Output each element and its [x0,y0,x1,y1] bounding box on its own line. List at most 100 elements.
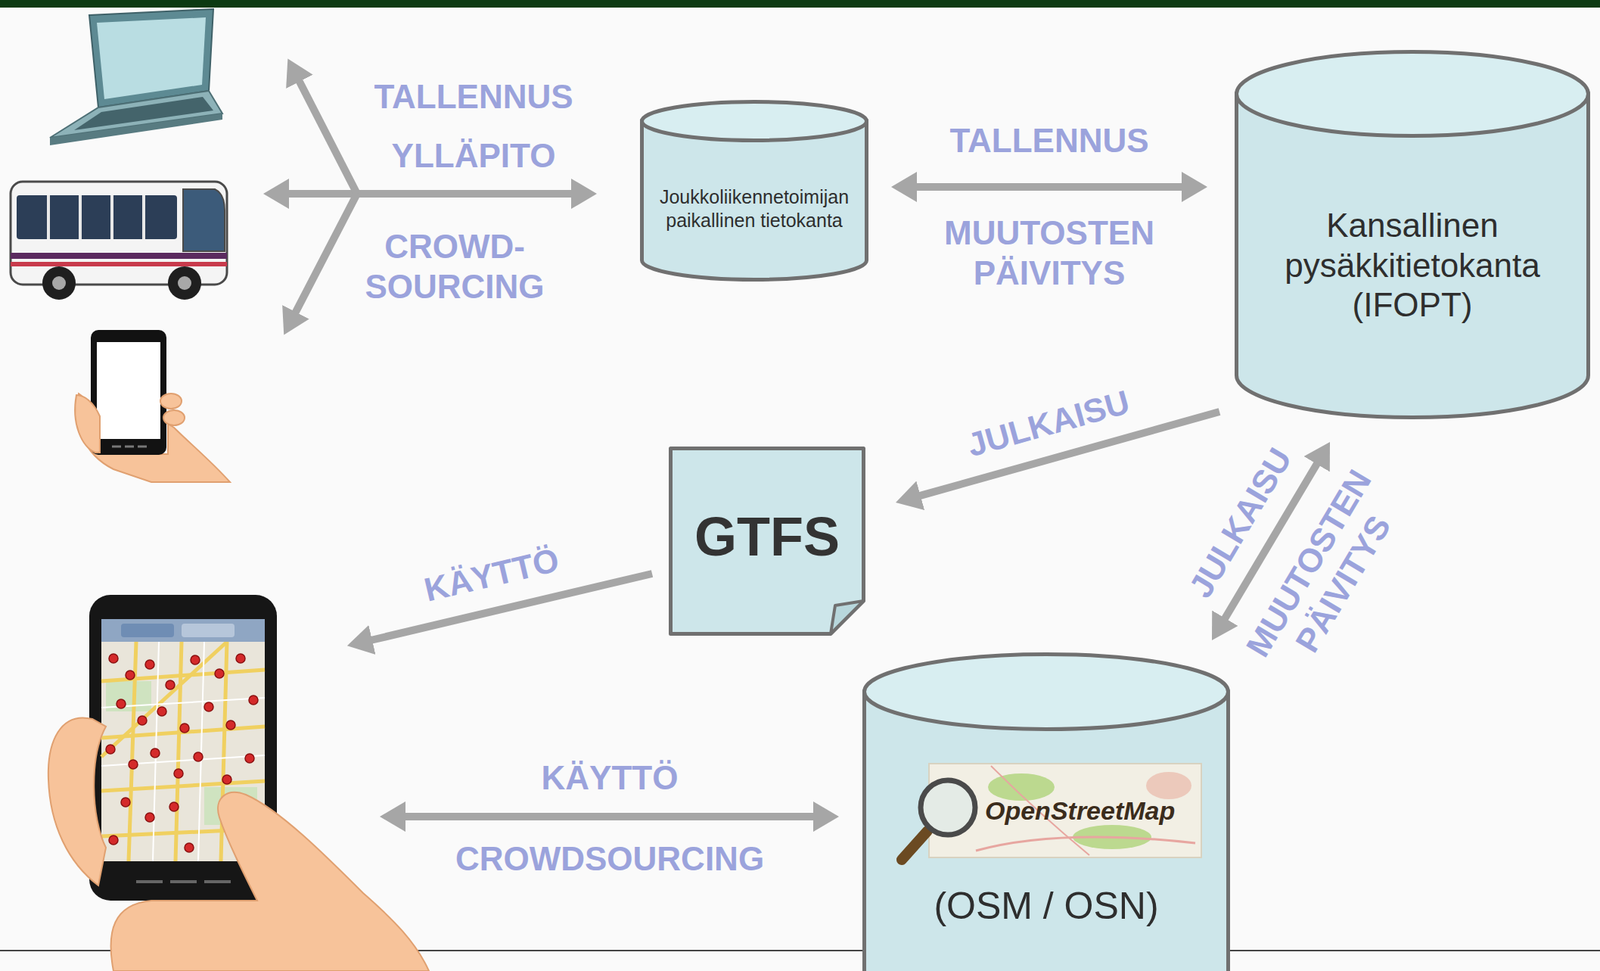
layout-arrow [298,80,358,194]
label-holder: CROWD- SOURCING [364,226,544,308]
node-content: Joukkoliikennetoimijan paikallinen tieto… [640,157,869,261]
label-holder: KÄYTTÖ [420,540,563,611]
map-phone-icon [248,695,258,705]
document-fold [830,600,864,634]
arrow-label: KÄYTTÖ [420,540,563,611]
map-phone-icon [101,754,265,766]
map-phone-icon [165,680,175,690]
map-phone-icon [175,641,182,861]
map-phone-icon [108,653,119,663]
bus-icon [110,195,114,240]
osm-logo [975,836,1196,851]
cylinder-body [864,691,1229,971]
bus-icon [42,266,76,300]
map-phone-icon [170,879,197,883]
map-phone-icon [198,641,205,861]
map-phone-icon [145,812,155,822]
map-phone-icon [121,797,131,807]
small-phone-icon [74,329,230,482]
bus-icon [167,266,202,300]
small-phone-icon [74,394,100,453]
document-box: GTFS [668,446,866,636]
map-phone-icon [181,623,235,637]
map-phone-icon [137,715,147,725]
laptop-icon [49,113,223,146]
map-phone-icon [173,768,184,778]
database-cylinder: Kansallinen pysäkkitietokanta (IFOPT) [1234,49,1591,420]
map-phone-icon [222,774,232,784]
cylinder-body [1236,93,1589,418]
arrow-label: CROWDSOURCING [455,838,765,880]
arrow-label: YLLÄPITO [391,136,557,177]
map-phone-icon [48,594,429,971]
bus-icon [16,195,178,240]
cylinder-top [1236,52,1589,137]
label-holder: TALLENNUS [949,121,1149,162]
node-title: Kansallinen pysäkkitietokanta (IFOPT) [1284,205,1541,326]
node-text: (OSM / OSN) [933,882,1159,929]
connector-arrow [915,183,1184,191]
label-holder: JULKAISU [963,382,1134,466]
map-phone-icon [214,668,224,678]
bus-icon [78,195,82,240]
small-phone-icon [163,410,185,426]
osm-logo [920,779,976,835]
bus-icon [10,181,227,285]
database-cylinder: Joukkoliikennetoimijan paikallinen tieto… [640,99,869,282]
map-phone-icon [121,623,174,637]
osm-logo [901,763,1202,860]
map-phone-icon [245,753,255,763]
map-phone-icon [128,759,138,769]
map-phone-icon [111,792,429,971]
osm-logo [901,830,928,860]
small-phone-icon [90,329,167,455]
bus-icon [10,261,227,267]
node-title: OpenStreetMap [984,763,1175,858]
map-phone-icon [101,780,265,791]
map-phone-icon [226,720,236,730]
cylinder-body [642,121,867,280]
map-phone-icon [180,723,190,733]
map-phone-icon [204,879,231,883]
layout-arrow [295,193,358,314]
map-phone-icon [101,697,265,708]
label-holder: KÄYTTÖ [541,758,679,799]
map-phone-icon [150,748,160,758]
document-body [671,448,864,634]
map-phone-icon [116,699,126,709]
small-phone-icon [160,393,182,409]
bus-icon [142,195,146,240]
node-title: GTFS [694,506,840,567]
bus-icon [10,252,227,259]
map-phone-icon [101,641,227,757]
map-phone-icon [169,801,179,811]
map-phone-icon [108,835,119,845]
map-phone-icon [190,655,200,665]
map-phone-icon [101,618,265,642]
label-holder: YLLÄPITO [391,136,557,177]
map-phone-icon [125,670,135,680]
layout-arrow [403,812,815,821]
label-holder: TALLENNUS [373,77,573,118]
bus-icon [183,189,225,252]
map-phone-icon [193,751,203,762]
map-phone-icon [157,706,167,716]
node-content: OpenStreetMap (OSM / OSN) [862,763,1231,970]
layout-arrow [287,189,573,198]
label-holder: CROWDSOURCING [455,838,765,880]
small-phone-icon [137,445,147,448]
osm-logo [1146,771,1192,799]
bus-icon [46,195,50,240]
map-phone-icon [236,653,246,663]
small-phone-icon [96,341,161,439]
node-content: GTFS [668,446,866,628]
arrow-label: CROWD- SOURCING [364,226,544,308]
arrow-label: TALLENNUS [949,121,1149,162]
arrow-label: JULKAISU [963,382,1134,466]
top-bar [0,0,1600,8]
map-phone-icon [204,702,214,712]
bus-icon [52,276,66,290]
arrow-label: KÄYTTÖ [541,758,679,799]
laptop-icon [96,17,206,100]
